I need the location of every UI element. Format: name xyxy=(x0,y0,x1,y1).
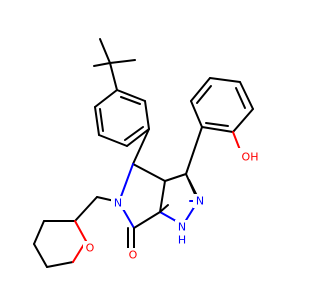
atom-label-oh: OH xyxy=(242,151,259,164)
bond-tbu-methyl-top xyxy=(99,38,111,64)
tert-butylphenyl-ring xyxy=(94,89,150,147)
atom-label-n-lactam: N xyxy=(114,197,122,210)
pyrazole-ring xyxy=(159,173,199,226)
aromatic-inner-2 xyxy=(124,126,144,141)
atom-label-n-pyrazole: N xyxy=(196,195,204,208)
aromatic-inner-1 xyxy=(120,96,141,105)
atom-label-o-thf: O xyxy=(86,242,95,255)
aromatic-inner-4 xyxy=(196,85,212,104)
pyrrolone-ring xyxy=(118,163,166,229)
atom-label-nh-hydrogen: H xyxy=(178,234,186,247)
bond-tbu-to-ring xyxy=(109,62,118,91)
bond-tbu-methyl-right xyxy=(109,59,136,64)
bond-aryl-to-c4 xyxy=(132,128,150,165)
atom-labels: N N N H O O OH xyxy=(83,148,264,262)
aromatic-inner-6 xyxy=(205,122,229,127)
tetrahydrofuranylmethyl-group xyxy=(33,196,120,268)
aromatic-inner-5 xyxy=(235,87,246,109)
tert-butyl-group xyxy=(93,38,136,91)
atom-label-o-carbonyl: O xyxy=(129,249,138,262)
atom-label-nh-nitrogen: N xyxy=(178,221,186,234)
bond-tbu-methyl-left xyxy=(93,62,111,67)
molecule-structure: N N N H O O OH xyxy=(33,38,264,268)
hydroxyphenyl-ring xyxy=(185,77,254,175)
aromatic-inner-3 xyxy=(99,108,104,132)
pyrazole-double-bond xyxy=(188,179,198,197)
structure-canvas: N N N H O O OH xyxy=(33,38,264,268)
